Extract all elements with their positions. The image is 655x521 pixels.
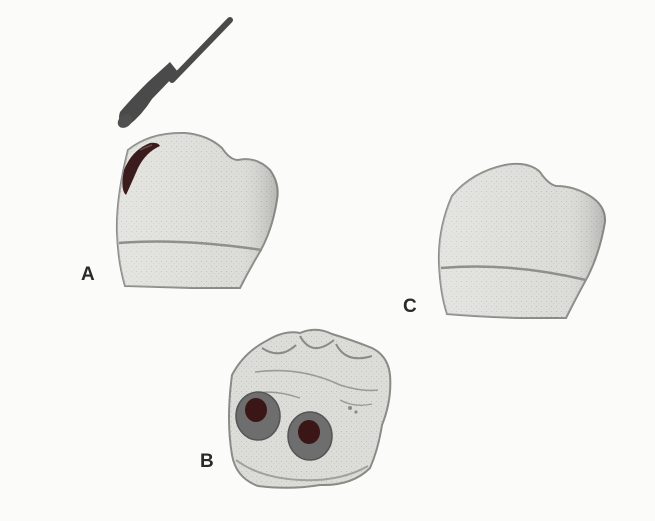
dental-bur-icon <box>115 20 230 131</box>
figure-label-b: B <box>200 452 214 471</box>
figure-label-a: A <box>81 265 95 284</box>
tooth-occlusal-view-icon <box>229 330 390 488</box>
tooth-crown-restored-icon <box>439 164 605 318</box>
figure-label-c: C <box>403 297 417 316</box>
tooth-crown-prepared-icon <box>117 133 278 288</box>
